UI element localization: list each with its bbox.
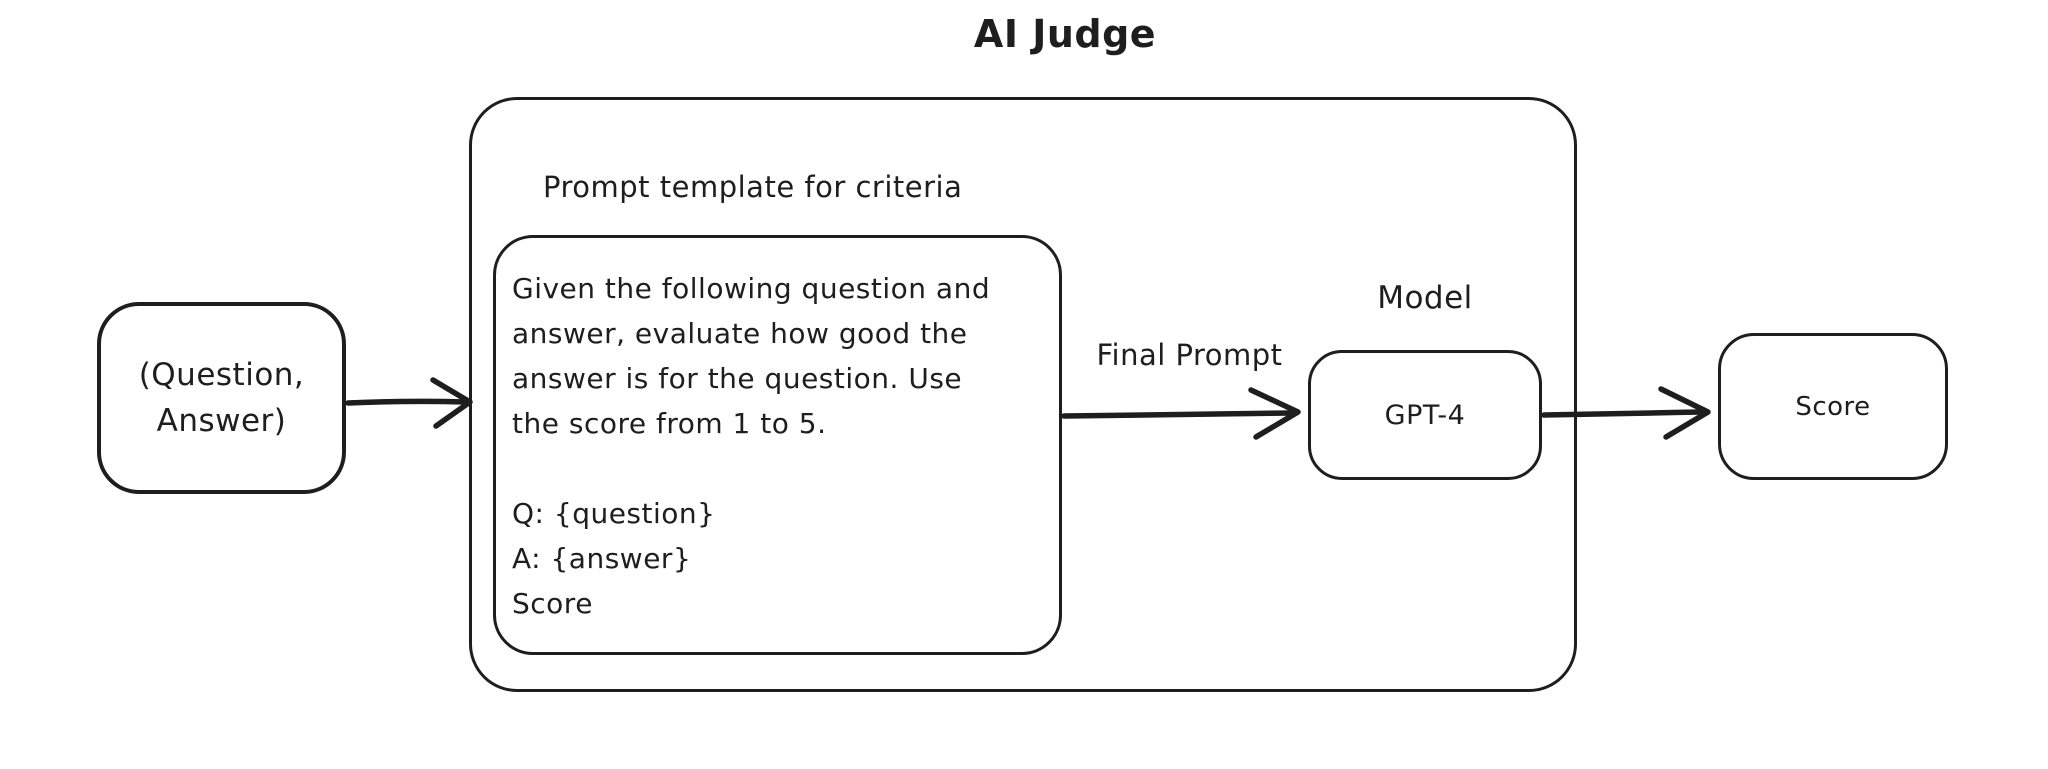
diagram-title: AI Judge: [973, 12, 1157, 56]
prompt-text-line: Given the following question and: [512, 272, 991, 305]
score-box: Score: [1718, 333, 1948, 480]
prompt-template-box: [493, 235, 1062, 655]
prompt-text-line: Q: {question}: [512, 497, 716, 530]
prompt-template-text: Given the following question and answer,…: [512, 266, 1052, 626]
question-answer-box: (Question, Answer): [97, 302, 346, 494]
prompt-text-line: answer is for the question. Use: [512, 362, 963, 395]
prompt-text-line: answer, evaluate how good the: [512, 317, 968, 350]
prompt-template-label: Prompt template for criteria: [543, 170, 963, 204]
gpt4-model-box: GPT-4: [1308, 350, 1542, 480]
arrow-input: [345, 377, 473, 429]
prompt-text-line: the score from 1 to 5.: [512, 407, 827, 440]
prompt-text-line: Score: [512, 587, 593, 620]
gpt4-model-name: GPT-4: [1384, 399, 1466, 431]
prompt-text-line: [512, 446, 1052, 491]
score-label: Score: [1795, 391, 1871, 422]
question-answer-line1: (Question,: [138, 357, 305, 393]
model-label: Model: [1377, 280, 1473, 316]
prompt-text-line: A: {answer}: [512, 542, 692, 575]
final-prompt-label: Final Prompt: [1096, 338, 1283, 372]
question-answer-line2: Answer): [156, 403, 287, 439]
